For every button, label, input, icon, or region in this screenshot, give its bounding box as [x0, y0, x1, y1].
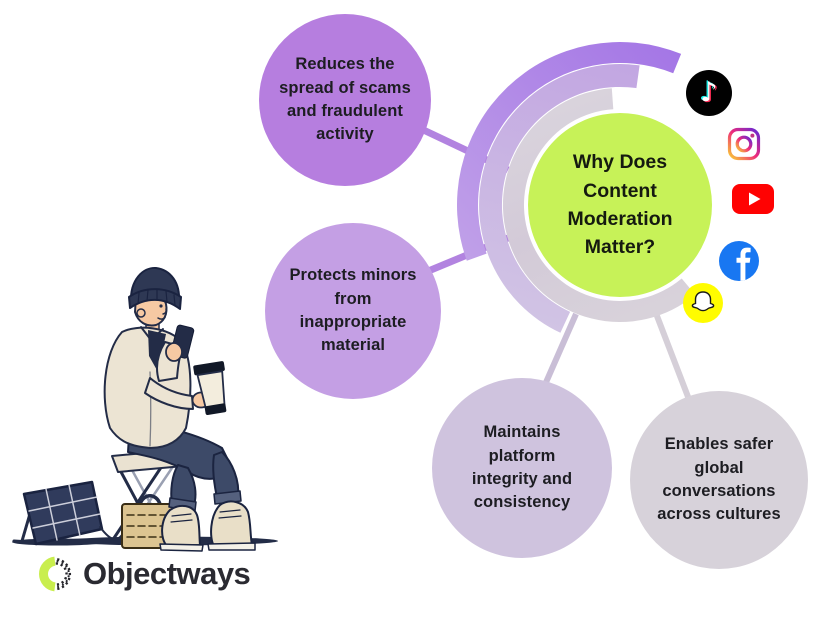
solar-panel-icon [12, 480, 104, 546]
bubble-text: Protects minors from inappropriate mater… [289, 266, 417, 355]
snapchat-icon [683, 283, 723, 323]
person-arm-with-phone [156, 324, 195, 382]
connector-safer-conversations [649, 301, 693, 404]
person-head [128, 266, 182, 327]
logo-text: Objectways [83, 556, 251, 591]
objectways-logo-mark [39, 556, 72, 592]
platform-integrity-bubble: Maintains platform integrity and consist… [432, 378, 612, 558]
bubble-text: Maintains platform integrity and consist… [471, 423, 573, 512]
instagram-icon [724, 124, 764, 164]
swirl-middle-arc [479, 64, 640, 333]
protects-minors-bubble: Protects minors from inappropriate mater… [265, 223, 441, 399]
safer-conversations-bubble: Enables safer global conversations acros… [630, 391, 808, 569]
facebook-icon [719, 241, 759, 281]
coffee-cup-icon [193, 361, 227, 415]
tiktok-icon: ♪ [686, 70, 732, 116]
decorative-swirl [456, 42, 696, 333]
swirl-outer-arc [456, 42, 682, 261]
person-arm-with-cup [144, 361, 227, 415]
objectways-logo: Objectways [36, 554, 251, 594]
central-topic-circle: Why Does Content Moderation Matter? [528, 113, 712, 297]
central-title: Why Does Content Moderation Matter? [567, 151, 673, 259]
reduces-scams-bubble: Reduces the spread of scams and fraudule… [259, 14, 431, 186]
person-illustration [12, 266, 278, 552]
bubble-text: Reduces the spread of scams and fraudule… [279, 55, 411, 144]
youtube-icon [731, 183, 775, 215]
bubble-text: Enables safer global conversations acros… [657, 435, 781, 524]
tiktok-note-glyph: ♪ [700, 76, 718, 108]
swirl-inner-arc [502, 88, 696, 323]
